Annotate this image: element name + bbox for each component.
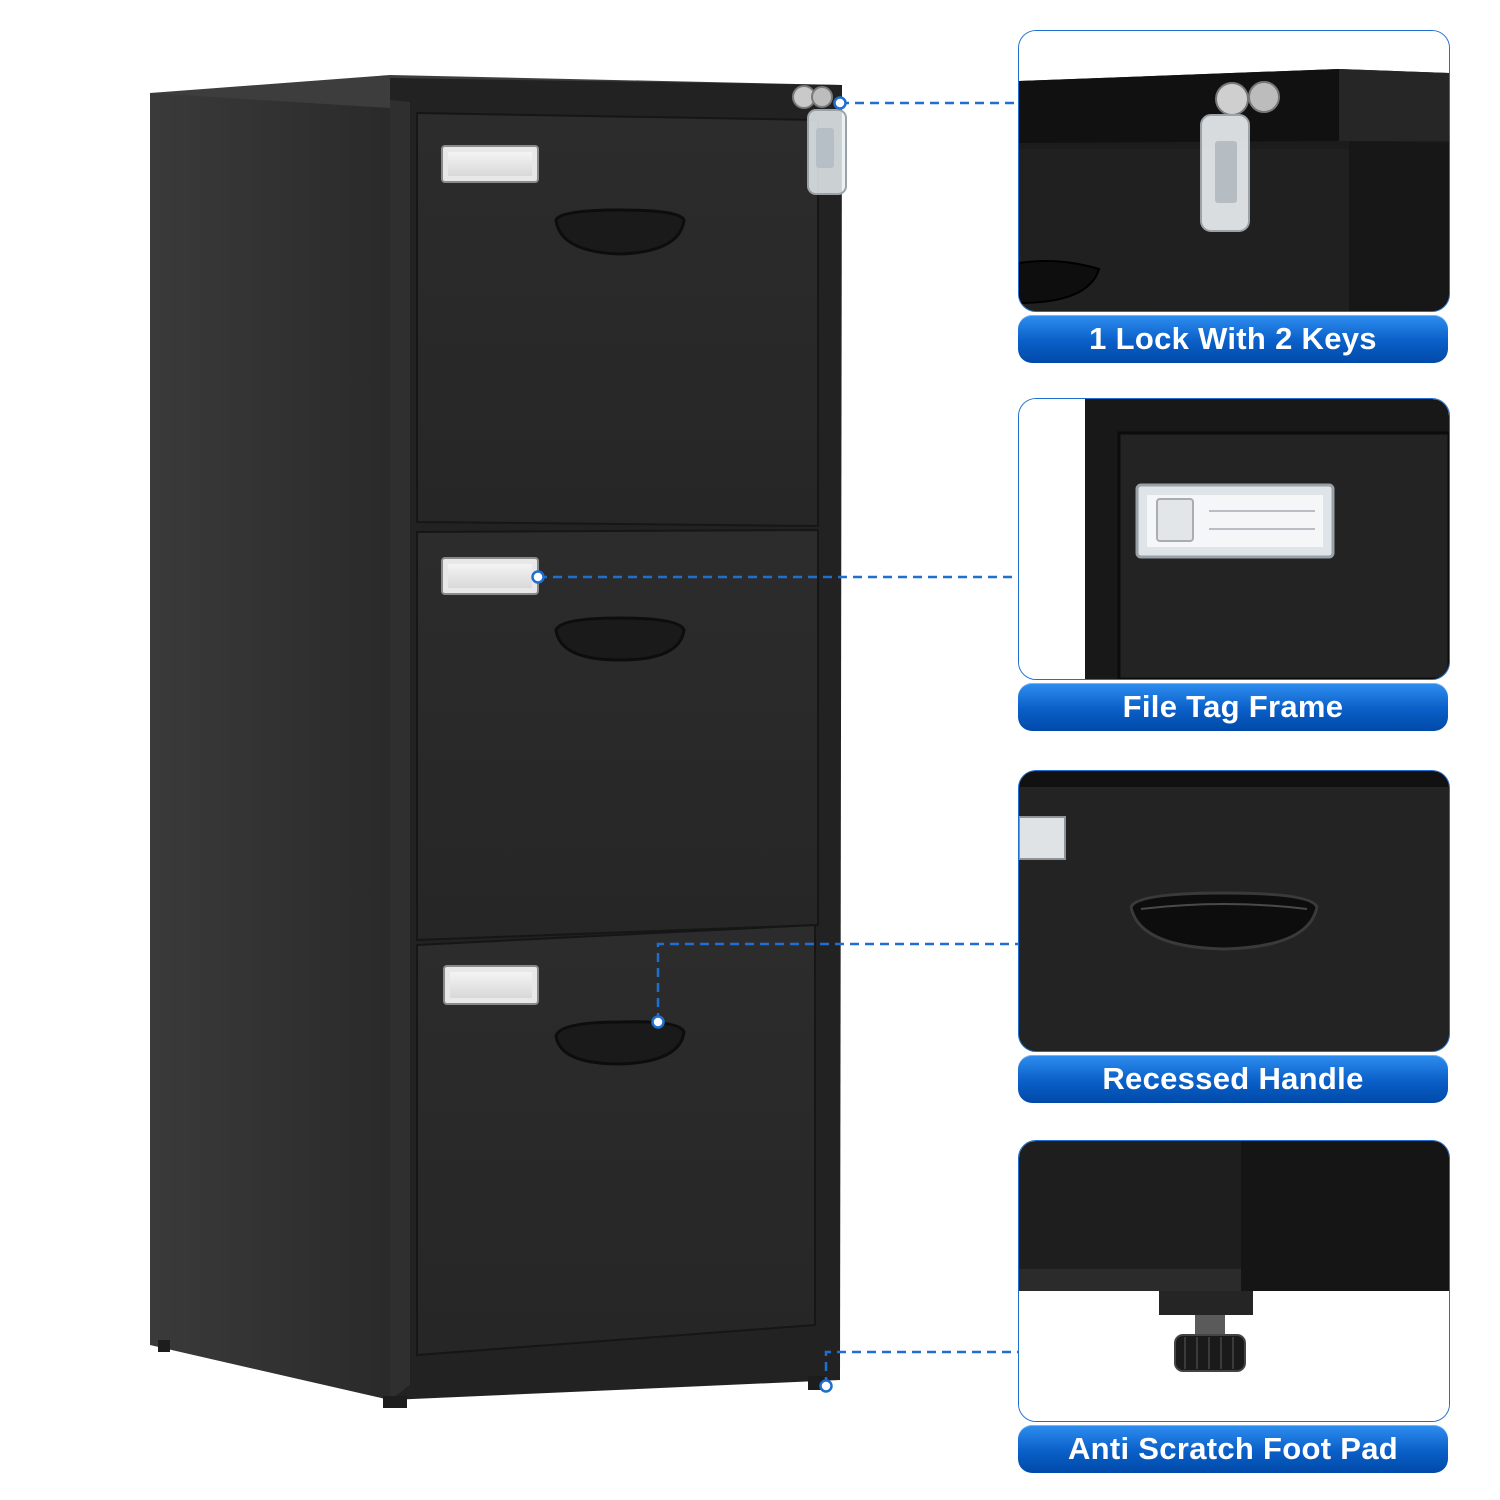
foot-pad <box>383 1396 407 1408</box>
foot-pad <box>158 1340 170 1352</box>
connector-dots <box>531 96 847 1393</box>
drawer-middle <box>416 528 819 942</box>
drawer-top <box>416 111 819 528</box>
filing-cabinet <box>150 75 847 1408</box>
lock-and-key-closeup-icon <box>1018 30 1450 312</box>
feature-label: 1 Lock With 2 Keys <box>1018 315 1448 363</box>
lock-icon <box>792 85 847 195</box>
feature-label: Recessed Handle <box>1018 1055 1448 1103</box>
handle-closeup-icon <box>1018 770 1450 1052</box>
connector-lines <box>538 101 1018 1386</box>
drawer-bottom <box>416 923 816 1357</box>
tag-frame-closeup-icon <box>1018 398 1450 680</box>
cabinet-side <box>150 93 390 1400</box>
foot-pad-closeup-icon <box>1018 1140 1450 1422</box>
feature-label: Anti Scratch Foot Pad <box>1018 1425 1448 1473</box>
recessed-handle <box>554 1020 686 1066</box>
feature-label: File Tag Frame <box>1018 683 1448 731</box>
recessed-handle <box>554 616 686 662</box>
recessed-handle <box>554 208 686 256</box>
